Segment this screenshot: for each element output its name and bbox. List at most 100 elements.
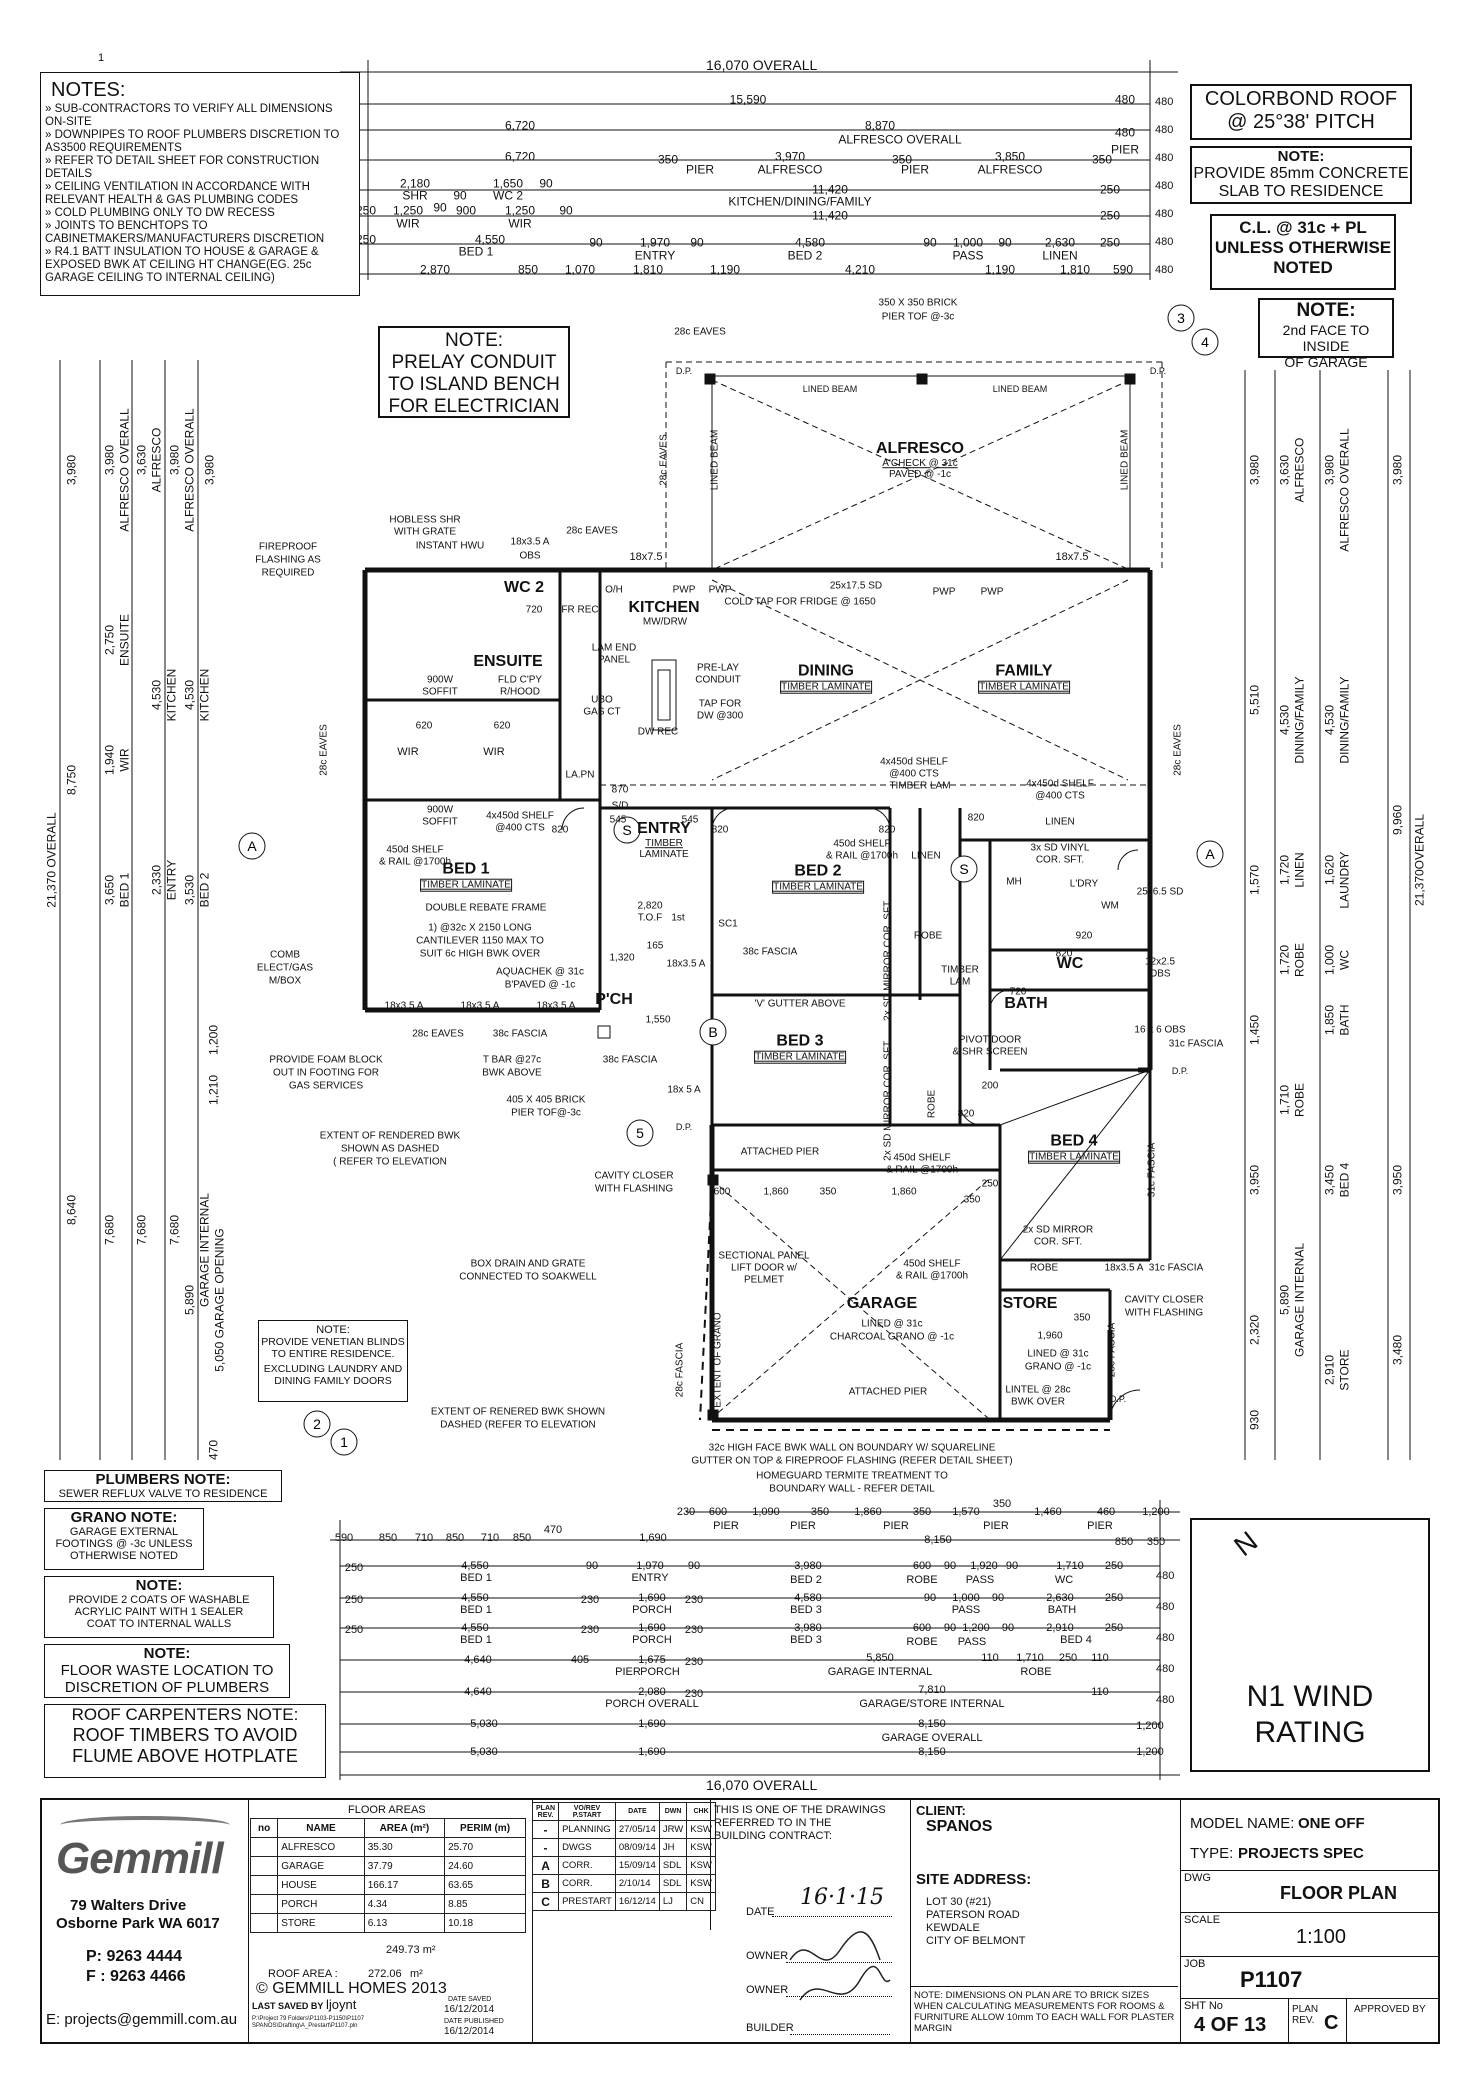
dim-480: 480 (1156, 1663, 1175, 1675)
notes-title: NOTES: (51, 79, 126, 101)
bottom-dim: 1,860 (854, 1505, 882, 1518)
bottom-dim: 3,980 (794, 1621, 822, 1634)
plan-label: 18x3.5 A (1104, 1262, 1144, 1274)
plan-label: CANTILEVER 1150 MAX TO (416, 935, 544, 947)
room-name: WC (1056, 955, 1084, 973)
bottom-dim: 1,690 (638, 1621, 666, 1634)
fax: F : 9263 4466 (86, 1968, 186, 1985)
right-vertical-dim: 1,450 (1247, 1014, 1262, 1046)
bottom-dim: PIER (713, 1519, 739, 1532)
carpenters-line1: ROOF TIMBERS TO AVOID (72, 1725, 298, 1745)
wind-rating-box: N N1 WIND RATING (1190, 1518, 1430, 1772)
top-dim: 350 (657, 152, 679, 167)
bottom-dim: PIER (790, 1519, 816, 1532)
revisions-cell: JRW (658, 1820, 688, 1839)
revisions-cell: 27/05/14 (614, 1820, 660, 1839)
company-panel: Gemmill 79 Walters Drive Osborne Park WA… (42, 1800, 249, 2044)
plan-label: 12x2.5 (1144, 956, 1176, 968)
info-divider-5 (1288, 1998, 1289, 2044)
floor-areas-cell: 63.65 (444, 1875, 526, 1895)
plan-label: 350 X 350 BRICK (878, 297, 958, 309)
top-dim: 1,250 (392, 203, 424, 218)
right-vertical-dim: 1,850 (1322, 1004, 1337, 1036)
top-dim: 1,190 (709, 262, 741, 277)
plan-label: 4x450d SHELF (1026, 778, 1094, 790)
plan-label: L'DRY (1069, 878, 1099, 890)
bottom-dim: 590 (334, 1531, 354, 1544)
top-dim: BED 2 (787, 248, 823, 263)
room-label: BATH (1004, 995, 1047, 1013)
bottom-dim: 5,850 (866, 1651, 894, 1664)
garage-note-title: NOTE: (1296, 300, 1356, 321)
room-label: KITCHEN (628, 599, 699, 617)
right-vertical-dim: 3,950 (1390, 1164, 1405, 1196)
plan-label: PANEL (597, 654, 631, 666)
top-dim: 3,850 (994, 149, 1026, 164)
floor-areas-cell: 25.70 (444, 1837, 526, 1857)
owner-label: OWNER (746, 1950, 789, 1962)
top-dim: WC 2 (493, 188, 523, 203)
plan-label: COR. SFT. (1033, 1236, 1083, 1248)
floor-areas-cell (249, 1837, 279, 1857)
plan-label: WIR (483, 745, 505, 758)
plan-label: 1,860 (763, 1186, 789, 1198)
right-vertical-dim: 3,480 (1390, 1334, 1405, 1366)
bottom-dim: BED 4 (1060, 1633, 1092, 1646)
bottom-dim: 8,150 (924, 1533, 952, 1546)
plan-label: LA.PN (565, 769, 595, 781)
plan-label: 2x SD MIRROR (1022, 1224, 1094, 1236)
plan-label: LINED BEAM (992, 384, 1048, 395)
plan-label: 1st (671, 912, 685, 924)
note-item: » DOWNPIPES TO ROOF PLUMBERS DISCRETION … (45, 129, 340, 154)
plan-label: HOMEGUARD TERMITE TREATMENT TO (756, 1470, 948, 1482)
top-dim: 6,720 (504, 118, 536, 133)
floor-areas-cell: 35.30 (363, 1837, 446, 1857)
left-vertical-dim: 1,210 (206, 1074, 221, 1106)
left-vertical-dim: 8,750 (64, 764, 79, 796)
bottom-dim: 4,640 (464, 1685, 492, 1698)
bottom-dim: 850 (1114, 1535, 1134, 1548)
right-vertical-dim: BED 4 (1337, 1162, 1352, 1198)
top-dim: 2,180 (399, 176, 431, 191)
top-dim: 4,550 (474, 232, 506, 247)
top-dim: 250 (355, 232, 377, 247)
left-vertical-dim: 7,680 (102, 1214, 117, 1246)
paint-line1: PROVIDE 2 COATS OF WASHABLE (68, 1594, 250, 1606)
room-name: STORE (1002, 1295, 1058, 1313)
bottom-dim: 1,200 (1136, 1745, 1164, 1758)
section-marker: S (613, 816, 641, 844)
job-label: JOB (1184, 1958, 1206, 1970)
bottom-dim: 600 (912, 1559, 932, 1572)
small-room-label: LINEN (911, 850, 941, 862)
address-line2: Osborne Park WA 6017 (56, 1915, 220, 1932)
garage-note-line1: 2nd FACE TO INSIDE (1282, 322, 1370, 354)
dim-480: 480 (1156, 1601, 1175, 1613)
plan-label: BWK ABOVE (482, 1067, 542, 1079)
revisions-cell: DWGS (558, 1838, 616, 1857)
bottom-dim: 1,200 (962, 1621, 990, 1634)
north-label: N (1228, 1525, 1264, 1563)
room-name: BED 3 (776, 1032, 824, 1050)
bottom-dim: PIER (615, 1665, 641, 1678)
top-dim: ALFRESCO (977, 162, 1043, 177)
bottom-dim: 1,970 (636, 1559, 664, 1572)
bottom-dim: 460 (1096, 1505, 1116, 1518)
plan-label: 820 (1055, 948, 1073, 960)
bottom-dim: 250 (344, 1623, 364, 1636)
blinds-line1: PROVIDE VENETIAN BLINDS (261, 1336, 405, 1348)
bottom-dim: 1,710 (1016, 1651, 1044, 1664)
left-vertical-dim: 1,940 (102, 744, 117, 776)
bottom-dim: PIER (1087, 1519, 1113, 1532)
plan-label: ATTACHED PIER (848, 1386, 928, 1398)
plan-label: @400 CTS (889, 768, 939, 780)
vertical-plan-label: 28c EAVES (318, 724, 330, 776)
plan-label: B'PAVED @ -1c (504, 979, 576, 991)
bottom-dim: 90 (1005, 1559, 1019, 1572)
copyright: © GEMMILL HOMES 2013 (256, 1980, 447, 1997)
plan-label: COMB (270, 949, 300, 961)
top-dim: PIER (685, 162, 715, 177)
plan-label: 720 (1009, 986, 1027, 998)
plan-label: OBS (519, 550, 541, 562)
carpenters-note: ROOF CARPENTERS NOTE: ROOF TIMBERS TO AV… (44, 1704, 326, 1778)
top-dim: PIER (1110, 142, 1140, 157)
